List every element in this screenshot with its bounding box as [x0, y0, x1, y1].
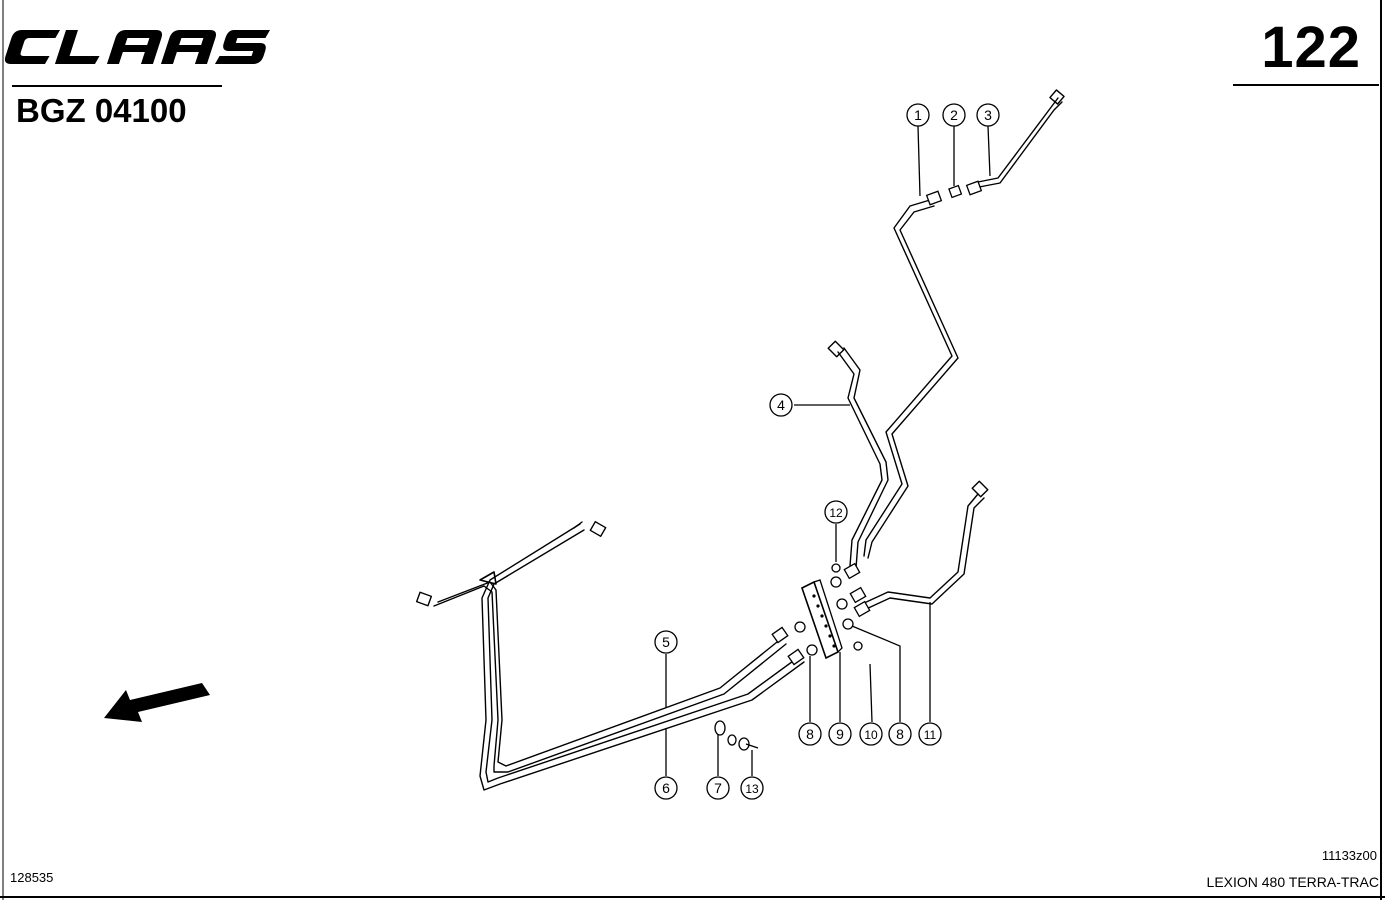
callout-4: 4 [769, 393, 793, 417]
callout-label: 11 [924, 728, 937, 742]
page-number: 122 [1261, 15, 1361, 80]
callout-label: 2 [950, 107, 958, 123]
callout-label: 5 [662, 634, 670, 650]
callout-label: 8 [806, 726, 814, 742]
callout-13: 13 [740, 776, 764, 800]
group-code: BGZ 04100 [16, 92, 187, 129]
claas-logo [4, 30, 270, 64]
drawing-id: 11133z00 [1321, 848, 1377, 863]
callout-9: 9 [828, 722, 852, 746]
callout-label: 13 [745, 782, 759, 796]
callout-label: 12 [829, 506, 843, 520]
callout-label: 10 [864, 728, 878, 742]
page-number-rule [1233, 84, 1379, 86]
callout-10: 10 [859, 722, 883, 746]
callout-label: 8 [896, 726, 904, 742]
callout-label: 1 [914, 107, 922, 123]
fittings [714, 180, 983, 751]
logo-rule [12, 85, 222, 87]
callout-1: 1 [906, 103, 930, 127]
callout-3: 3 [976, 103, 1000, 127]
pipe-3 [973, 89, 1065, 189]
callout-8: 8 [798, 722, 822, 746]
direction-arrow-icon [104, 683, 210, 722]
distribution-block [801, 579, 843, 660]
callout-5: 5 [654, 630, 678, 654]
callout-2: 2 [942, 103, 966, 127]
hydraulic-lines [415, 89, 1065, 791]
callout-label: 9 [836, 726, 844, 742]
callout-7: 7 [706, 776, 730, 800]
model-name: LEXION 480 TERRA-TRAC [1206, 874, 1379, 890]
callout-label: 4 [777, 397, 785, 413]
pipe-11 [861, 480, 989, 611]
callouts [665, 125, 991, 776]
callout-6: 6 [654, 776, 678, 800]
callout-11: 11 [918, 722, 942, 746]
callout-label: 7 [714, 780, 722, 796]
pipe-6 [479, 520, 805, 791]
callout-label: 6 [662, 780, 670, 796]
pipe-1 [863, 199, 959, 559]
callout-12: 12 [824, 500, 848, 524]
callout-label: 3 [984, 107, 992, 123]
document-id: 128535 [10, 870, 54, 885]
callout-8: 8 [888, 722, 912, 746]
pipe-4 [827, 340, 889, 569]
